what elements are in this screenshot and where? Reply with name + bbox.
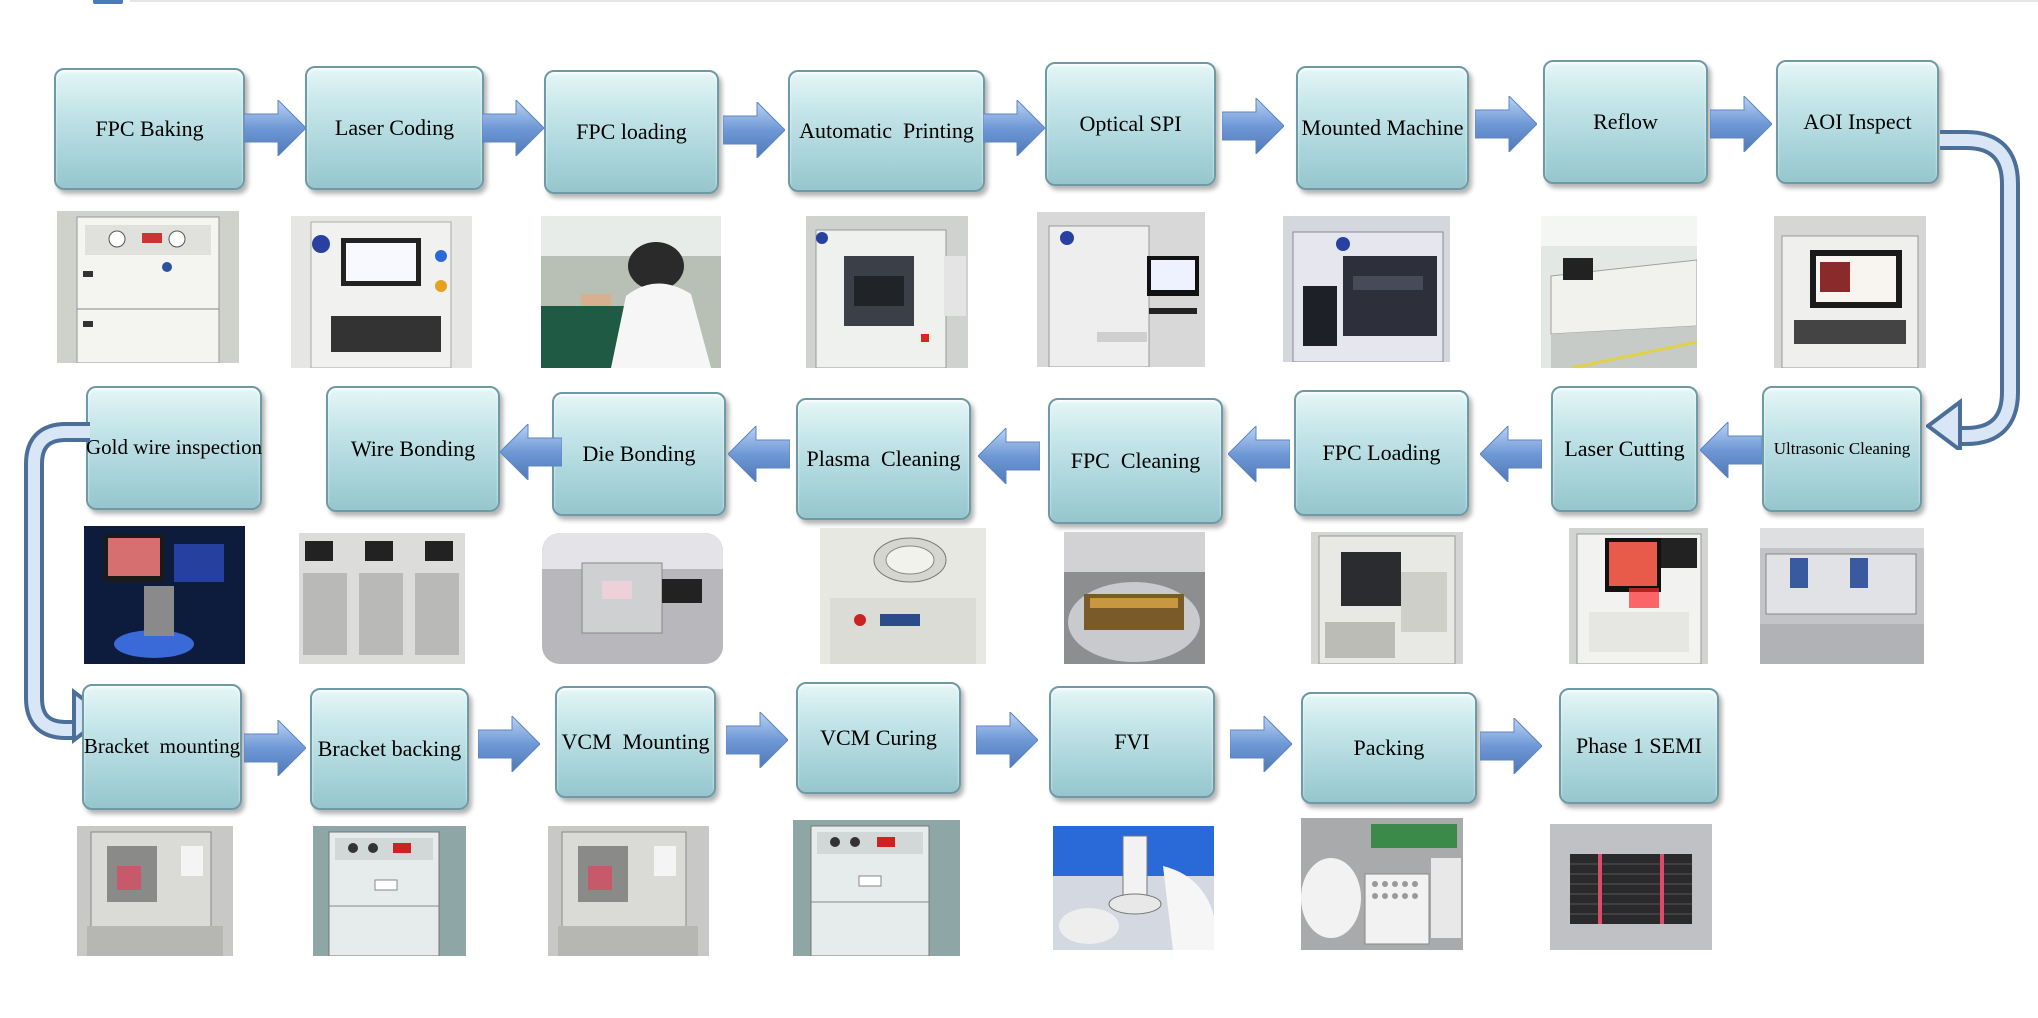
arrow-left-icon — [1228, 426, 1290, 482]
corner-mark — [93, 0, 123, 4]
step-optical-spi: Optical SPI — [1045, 62, 1216, 186]
photo-bracket-oven — [313, 826, 466, 956]
step-label: FPC Loading — [1322, 439, 1441, 465]
arrow-right-icon — [482, 100, 544, 156]
step-label: Wire Bonding — [350, 435, 476, 461]
arrow-left-icon — [1700, 422, 1762, 478]
step-fpc-cleaning: FPC Cleaning — [1048, 398, 1223, 524]
step-fpc-loading-1: FPC loading — [544, 70, 719, 194]
step-label: FPC Baking — [95, 115, 204, 141]
arrow-left-icon — [500, 424, 562, 480]
arrow-right-icon — [1480, 718, 1542, 774]
step-label: VCM Curing — [820, 724, 937, 750]
step-plasma-cleaning: Plasma Cleaning — [796, 398, 971, 520]
arrow-right-icon — [723, 102, 785, 158]
step-fvi: FVI — [1049, 686, 1215, 798]
step-label: AOI Inspect — [1803, 108, 1912, 134]
arrow-right-icon — [726, 712, 788, 768]
step-label: Die Bonding — [582, 440, 696, 466]
step-label: Laser Cutting — [1564, 435, 1685, 461]
photo-fpc-cleaning-tank — [1064, 532, 1205, 664]
step-mounted-machine: Mounted Machine — [1296, 66, 1469, 190]
step-label: VCM Mounting — [561, 728, 710, 754]
step-label: Packing — [1353, 734, 1425, 760]
arrow-right-icon — [1222, 98, 1284, 154]
step-laser-cutting: Laser Cutting — [1551, 386, 1698, 512]
photo-laser-coder — [291, 216, 472, 368]
arrow-left-icon — [1480, 426, 1542, 482]
step-label: Laser Coding — [334, 114, 455, 140]
photo-spi-inspection-machine — [1037, 212, 1205, 367]
step-aoi-inspect: AOI Inspect — [1776, 60, 1939, 184]
step-reflow: Reflow — [1543, 60, 1708, 184]
step-label: FVI — [1114, 728, 1150, 754]
arrow-right-icon — [1710, 96, 1772, 152]
step-label: FPC Cleaning — [1070, 447, 1201, 473]
step-gold-wire-inspection: Gold wire inspection — [86, 386, 262, 510]
photo-plasma-cleaner — [820, 528, 986, 664]
arrow-right-icon — [1475, 96, 1537, 152]
step-label: FPC loading — [576, 118, 687, 144]
step-vcm-curing: VCM Curing — [796, 682, 961, 794]
step-label: Gold wire inspection — [85, 435, 263, 460]
arrow-left-icon — [728, 426, 790, 482]
photo-vcm-curing-oven — [793, 820, 960, 956]
step-label: Optical SPI — [1079, 110, 1182, 136]
step-fpc-baking: FPC Baking — [54, 68, 245, 190]
arrow-right-icon — [244, 720, 306, 776]
photo-wire-bonder — [299, 533, 465, 664]
step-label: Phase 1 SEMI — [1576, 732, 1702, 758]
photo-aoi-machine — [1774, 216, 1926, 368]
step-label: Bracket backing — [317, 735, 462, 761]
photo-printer-machine — [806, 216, 968, 368]
step-vcm-mounting: VCM Mounting — [555, 686, 716, 798]
step-bracket-backing: Bracket backing — [310, 688, 469, 810]
photo-worker-loading — [541, 216, 721, 368]
photo-ultrasonic-cleaner — [1760, 528, 1924, 664]
step-automatic-printing: Automatic Printing — [788, 70, 985, 192]
step-label: Plasma Cleaning — [806, 445, 961, 471]
photo-oven-machine — [57, 211, 239, 363]
photo-mounter-machine — [1283, 216, 1450, 362]
connector-uturn-right-icon — [1924, 130, 2036, 454]
photo-bracket-mounter — [77, 826, 233, 956]
arrow-right-icon — [976, 712, 1038, 768]
step-packing: Packing — [1301, 692, 1477, 804]
step-phase-1-semi: Phase 1 SEMI — [1559, 688, 1719, 804]
step-laser-coding: Laser Coding — [305, 66, 484, 190]
photo-fpc-loader-machine — [1311, 532, 1463, 664]
arrow-left-icon — [978, 428, 1040, 484]
arrow-right-icon — [983, 100, 1045, 156]
arrow-right-icon — [1230, 716, 1292, 772]
photo-vcm-mounter — [548, 826, 709, 956]
photo-stacked-trays — [1550, 824, 1712, 950]
arrow-right-icon — [244, 100, 306, 156]
photo-wire-inspection-station — [84, 526, 245, 664]
photo-reflow-oven — [1541, 216, 1697, 368]
arrow-right-icon — [478, 716, 540, 772]
step-label: Mounted Machine — [1301, 114, 1464, 140]
step-label: Automatic Printing — [799, 117, 974, 143]
step-label: Bracket mounting — [83, 734, 241, 759]
photo-microscope-inspection — [1053, 826, 1214, 950]
step-fpc-loading-2: FPC Loading — [1294, 390, 1469, 516]
step-bracket-mounting: Bracket mounting — [82, 684, 242, 810]
step-ultrasonic-cleaning: Ultrasonic Cleaning — [1762, 386, 1922, 512]
step-label: Reflow — [1593, 108, 1658, 134]
photo-packing-tray — [1301, 818, 1463, 950]
step-label: Ultrasonic Cleaning — [1773, 438, 1911, 458]
step-wire-bonding: Wire Bonding — [326, 386, 500, 512]
top-divider — [130, 0, 2038, 2]
photo-laser-cutter — [1569, 528, 1708, 664]
step-die-bonding: Die Bonding — [552, 392, 726, 516]
photo-die-bonder — [542, 533, 723, 664]
